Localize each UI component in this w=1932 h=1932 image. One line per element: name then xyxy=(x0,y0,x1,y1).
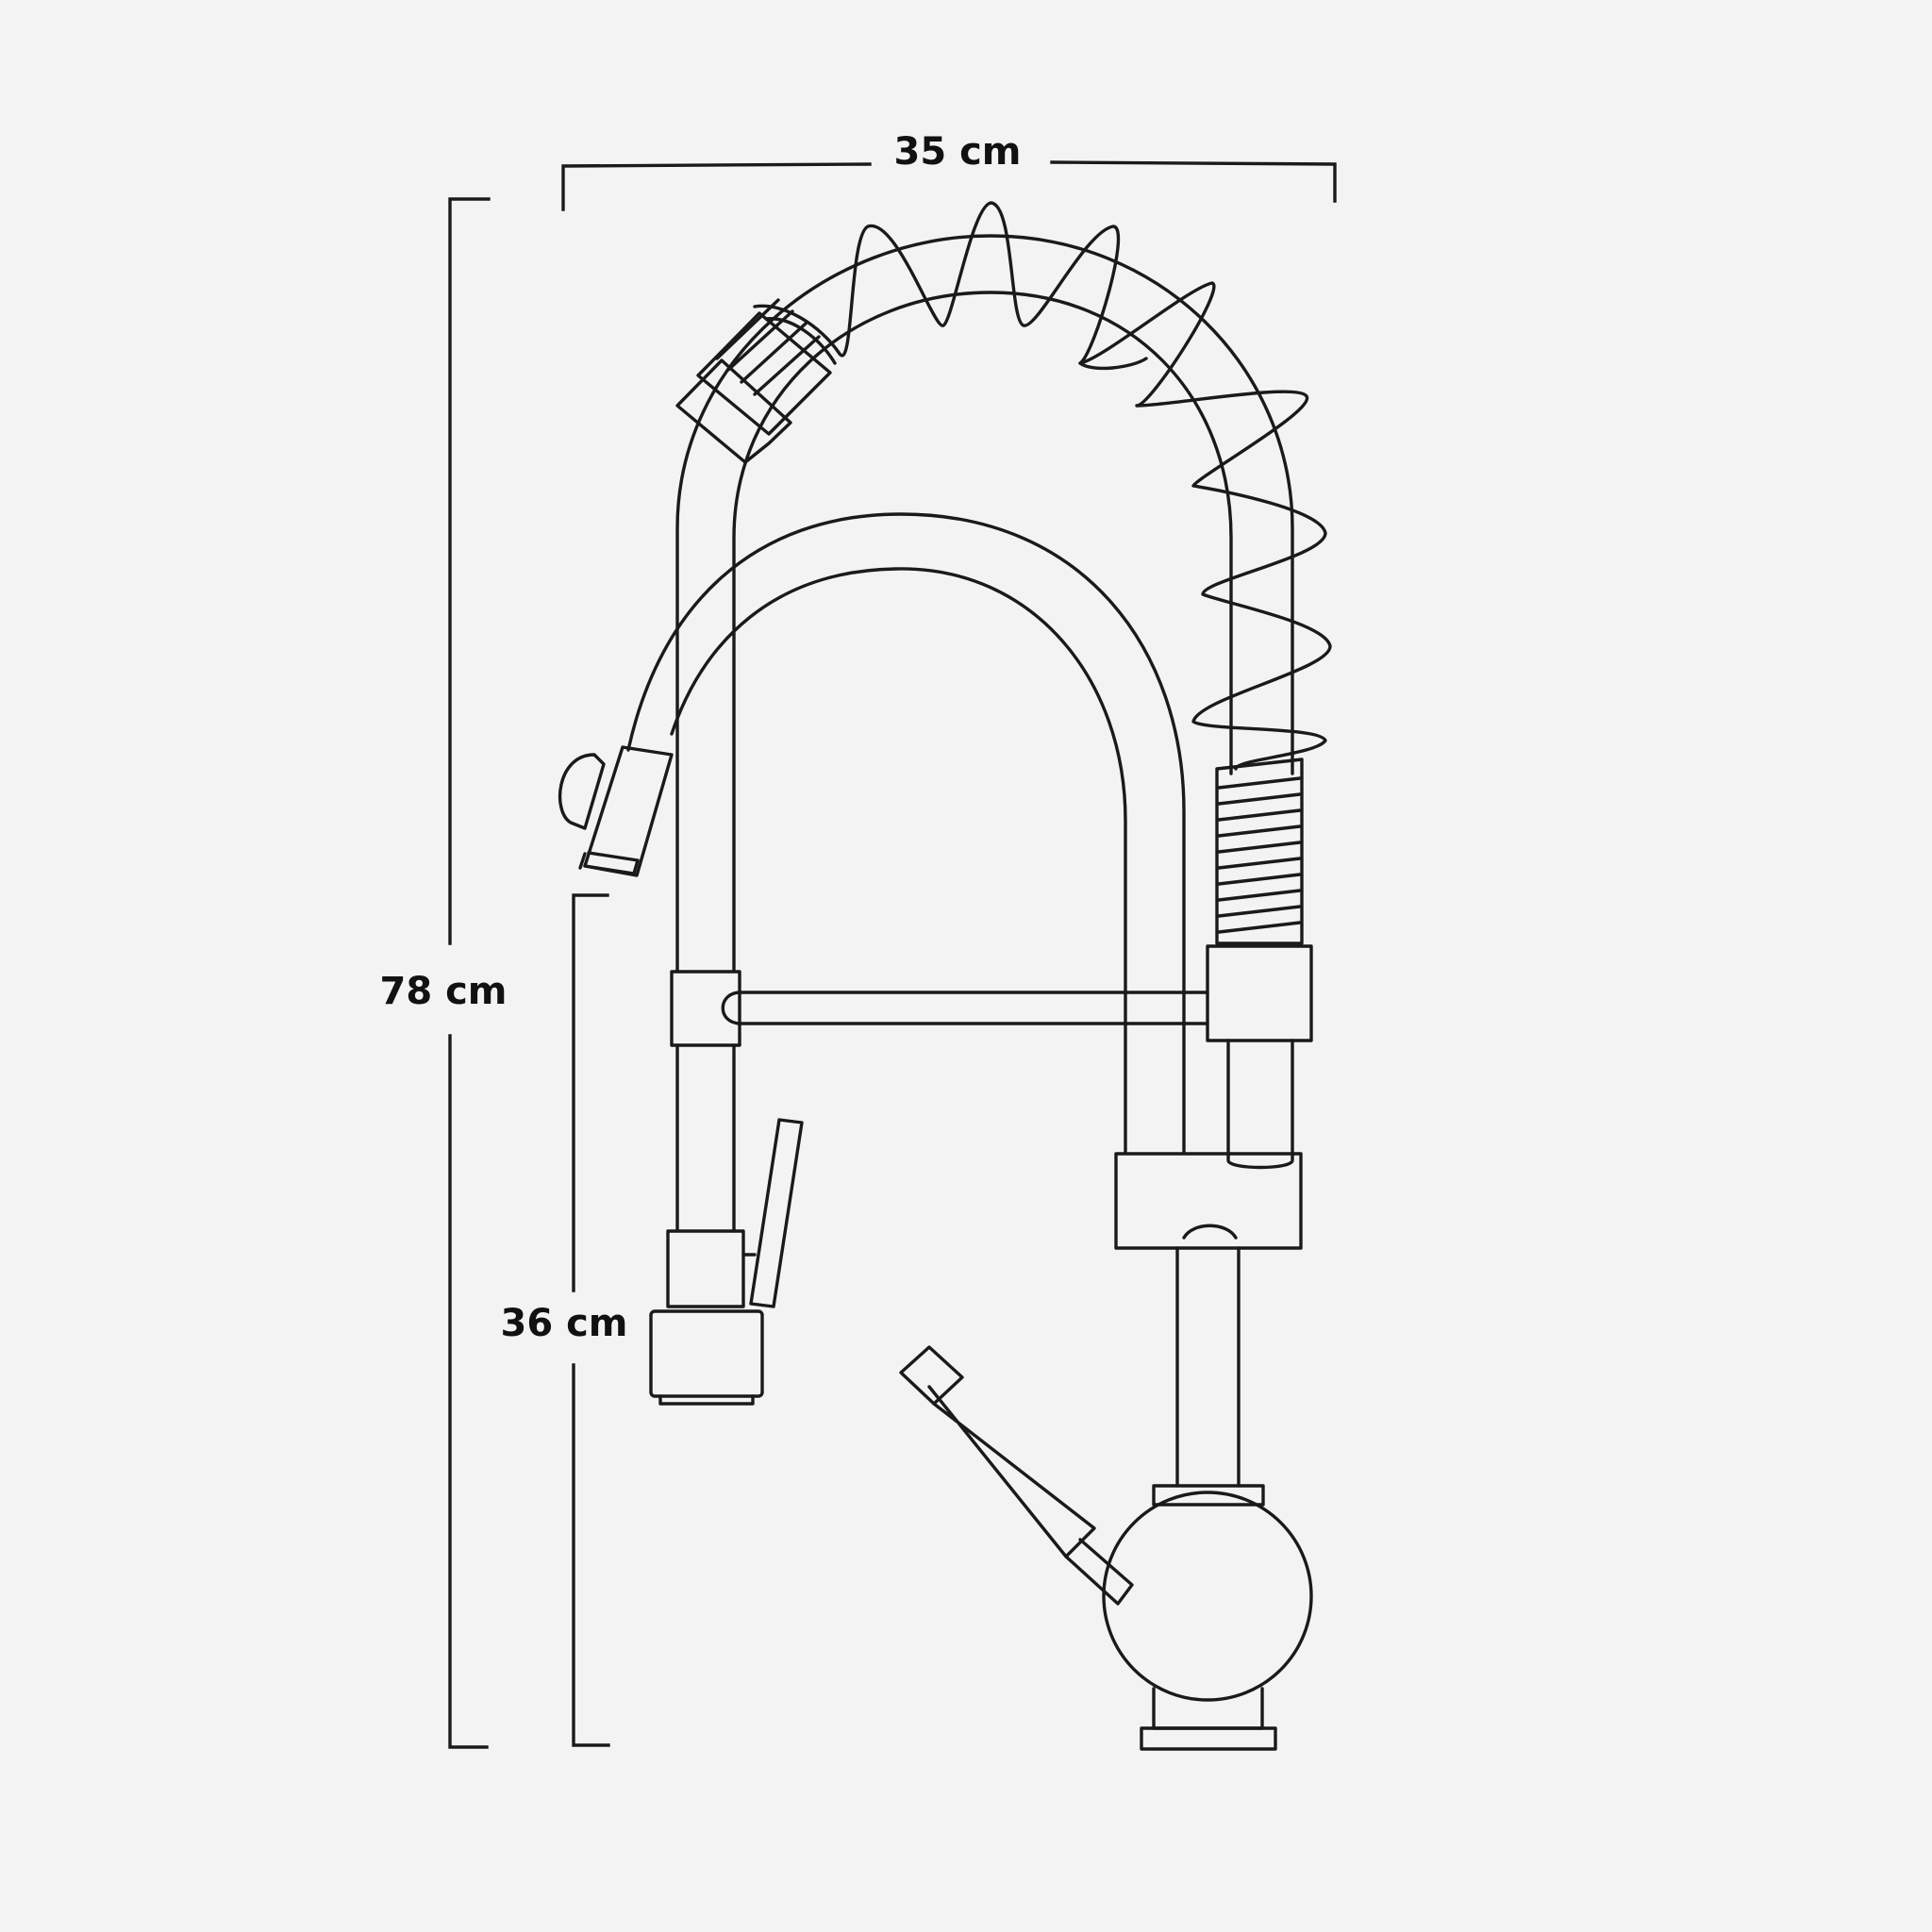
total-height-dimension: 78 cm xyxy=(380,197,508,1749)
faucet-base xyxy=(1140,1687,1277,1751)
total-height-label: 78 cm xyxy=(380,970,508,1013)
lower-hub-block xyxy=(1114,1152,1303,1250)
support-bar xyxy=(670,970,1209,1047)
spout-height-label: 36 cm xyxy=(501,1302,628,1345)
faucet-drawing xyxy=(558,201,1332,1751)
lower-spring xyxy=(1215,758,1304,945)
spray-head xyxy=(558,745,674,877)
width-label: 35 cm xyxy=(894,130,1022,174)
body-column xyxy=(1152,1224,1265,1507)
left-spout-joint xyxy=(666,1229,745,1308)
width-dimension: 35 cm xyxy=(561,130,1337,211)
left-column xyxy=(649,1043,764,1406)
inner-spout xyxy=(626,512,1186,1155)
handle-lever xyxy=(899,1345,1134,1606)
left-lever xyxy=(741,1118,804,1308)
right-collar xyxy=(1206,944,1313,1042)
spring-coil xyxy=(753,201,1332,771)
left-collar xyxy=(670,970,741,1047)
upper-spring-collar xyxy=(675,298,832,464)
right-column xyxy=(1226,1039,1294,1170)
valve-body xyxy=(1102,1491,1313,1702)
left-spout-outlet xyxy=(649,1309,764,1398)
spout-height-dimension: 36 cm xyxy=(501,893,628,1747)
